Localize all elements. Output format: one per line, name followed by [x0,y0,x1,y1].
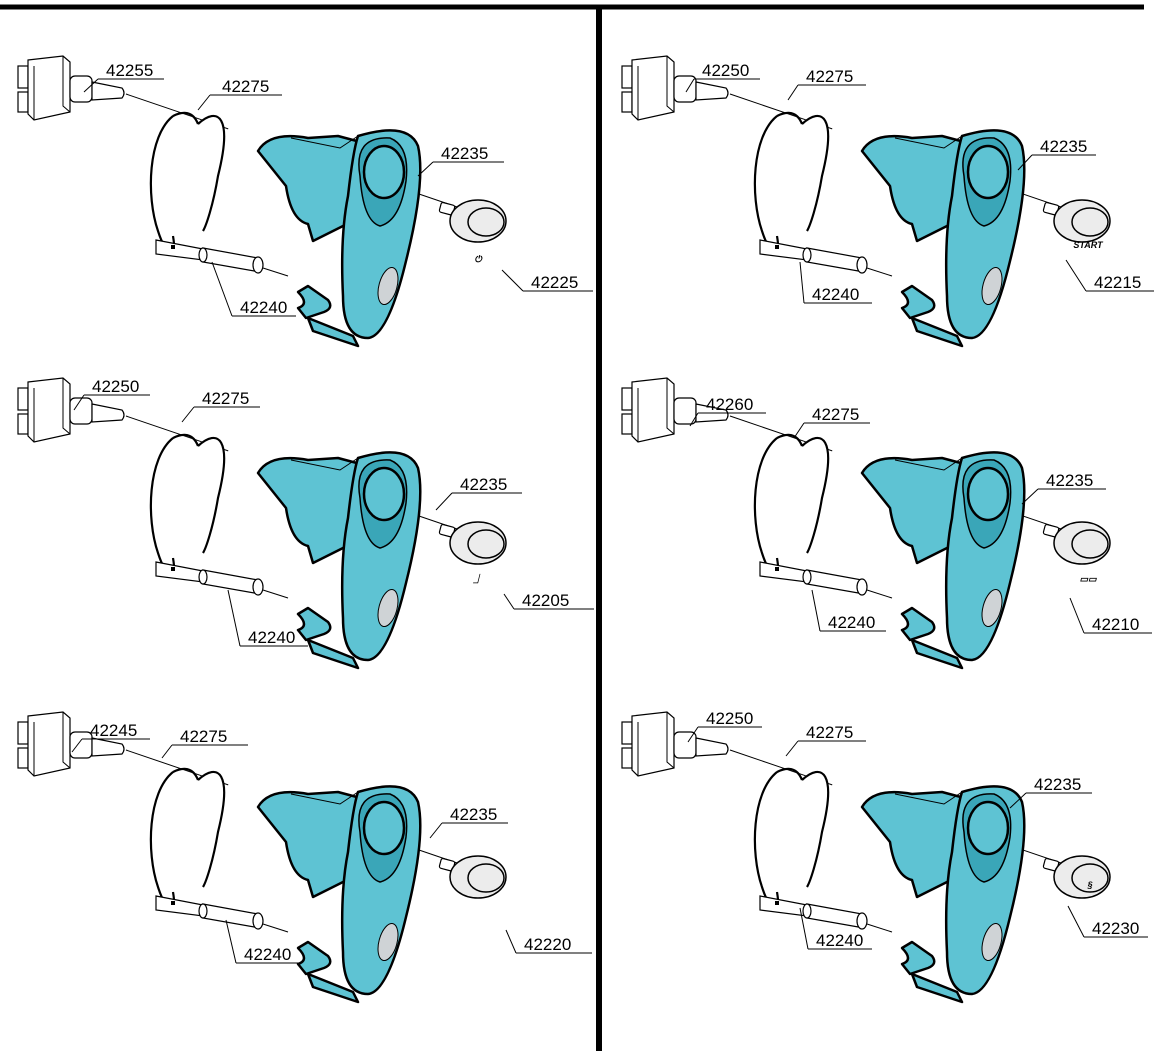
labels-top-left: 42255 42275 42235 42240 42225 [83,61,593,317]
panel-middle-left [16,376,508,670]
label-ring: 42275 [806,67,853,86]
cap-symbol-seat-icon: ⏌ [472,573,482,584]
label-cap: 42230 [1092,919,1139,938]
label-cap: 42220 [524,935,571,954]
label-switch: 42250 [702,61,749,80]
label-lamp: 42240 [816,931,863,950]
label-housing: 42235 [441,144,488,163]
label-ring: 42275 [180,727,227,746]
label-housing: 42235 [1040,137,1087,156]
label-housing: 42235 [460,475,507,494]
label-cap: 42210 [1092,615,1139,634]
label-housing: 42235 [1046,471,1093,490]
label-ring: 42275 [222,77,269,96]
label-cap: 42225 [531,273,578,292]
label-switch: 42250 [706,709,753,728]
cap-symbol-power-icon: ⏻ [474,254,483,264]
label-switch: 42260 [706,395,753,414]
label-housing: 42235 [450,805,497,824]
label-switch: 42245 [90,721,137,740]
panel-bottom-right [620,710,1112,1004]
cap-symbol-s-icon: § [1086,880,1093,890]
labels-bottom-right: 42250 42275 42235 42240 42230 [687,709,1148,950]
label-housing: 42235 [1034,775,1081,794]
labels-bottom-left: 42245 42275 42235 42240 42220 [71,721,592,964]
labels-middle-left: 42250 42275 42235 42240 42205 [73,377,594,647]
label-cap: 42215 [1094,273,1141,292]
label-ring: 42275 [806,723,853,742]
cap-symbol-lights-icon: ▭▭ [1079,574,1097,584]
labels-top-right: 42250 42275 42235 42240 42215 [685,61,1154,304]
label-lamp: 42240 [812,285,859,304]
label-lamp: 42240 [828,613,875,632]
cap-symbol-start: START [1073,240,1104,250]
label-switch: 42250 [92,377,139,396]
label-lamp: 42240 [244,945,291,964]
label-switch: 42255 [106,61,153,80]
label-lamp: 42240 [248,628,295,647]
label-cap: 42205 [522,591,569,610]
labels-middle-right: 42260 42275 42235 42240 42210 [689,395,1152,634]
label-lamp: 42240 [240,298,287,317]
label-ring: 42275 [202,389,249,408]
label-ring: 42275 [812,405,859,424]
